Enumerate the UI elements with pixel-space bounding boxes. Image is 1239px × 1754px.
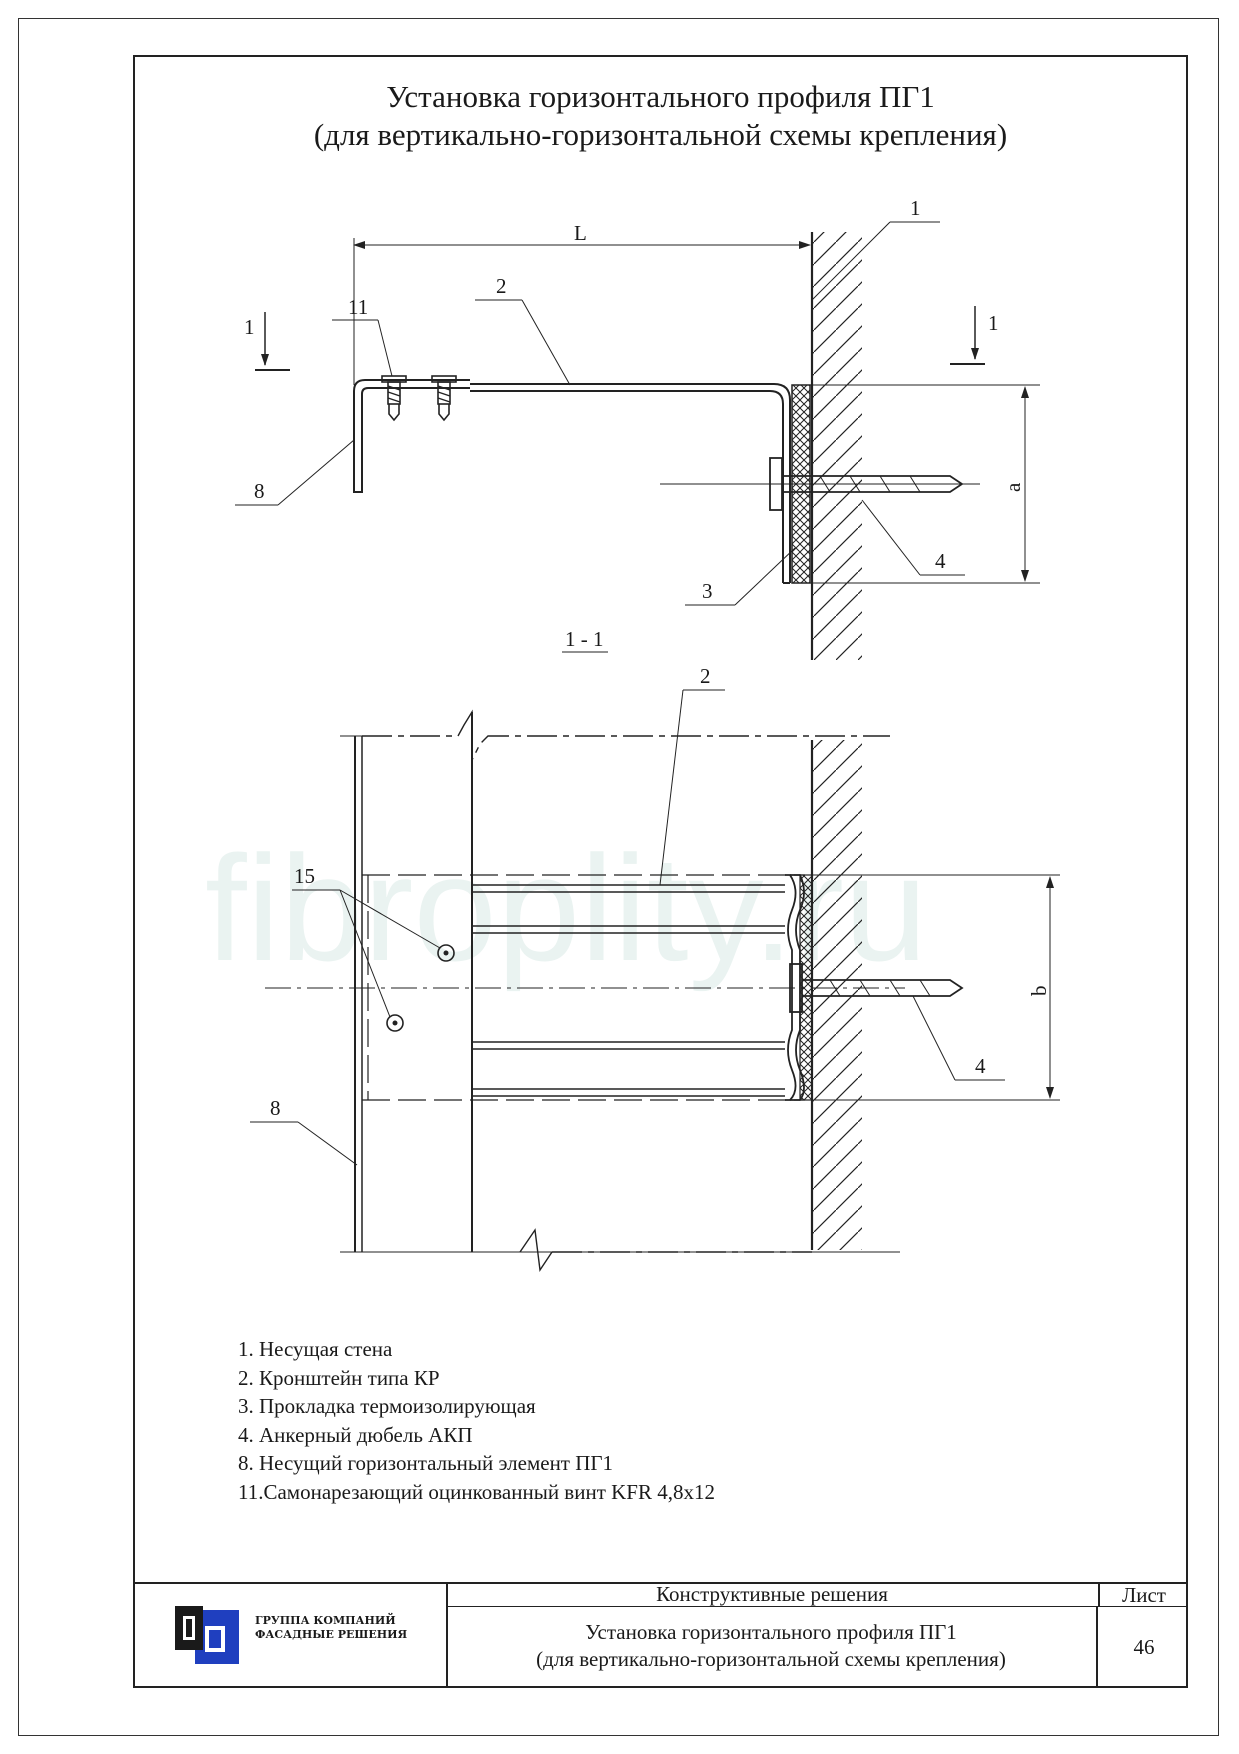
callout-holes: 15 xyxy=(292,864,441,1018)
callout-pad: 3 xyxy=(685,547,796,606)
callout-screw: 11 xyxy=(332,295,393,377)
company-name: ГРУППА КОМПАНИЙ ФАСАДНЫЕ РЕШЕНИЯ xyxy=(255,1614,407,1642)
bearing-wall-top xyxy=(810,232,862,660)
legend-item: 2. Кронштейн типа КР xyxy=(238,1365,440,1390)
callout-wall: 1 xyxy=(811,196,940,301)
anchor-dowel-front xyxy=(789,963,964,1013)
sheet-title-line1: Установка горизонтального профиля ПГ1 xyxy=(386,79,935,114)
callout-anchor-front-label: 4 xyxy=(975,1054,986,1078)
hole-2 xyxy=(386,1014,404,1032)
callout-bracket-top: 2 xyxy=(475,274,571,386)
mounting-holes xyxy=(386,944,455,1032)
callout-bracket-top-label: 2 xyxy=(496,274,507,298)
legend: 1. Несущая стена 2. Кронштейн типа КР 3.… xyxy=(238,1335,715,1506)
stamp-section: Конструктивные решения xyxy=(446,1582,1100,1607)
section-mark-left-label: 1 xyxy=(244,315,255,339)
anchor-dowel-top xyxy=(660,457,980,511)
bearing-wall-front xyxy=(810,740,862,1250)
dimension-b-label: b xyxy=(1027,986,1051,997)
screw-2 xyxy=(431,375,457,422)
dimension-L: L xyxy=(353,221,811,385)
callout-profile-front: 8 xyxy=(250,1096,358,1166)
section-label-text: 1 - 1 xyxy=(565,627,604,651)
callout-bracket-front-label: 2 xyxy=(700,664,711,688)
legend-item: 11.Самонарезающий оцинкованный винт KFR … xyxy=(238,1479,715,1504)
legend-item: 4. Анкерный дюбель АКП xyxy=(238,1422,473,1447)
title-block: ГРУППА КОМПАНИЙ ФАСАДНЫЕ РЕШЕНИЯ Констру… xyxy=(133,1582,1188,1688)
stamp-description-line2: (для вертикально-горизонтальной схемы кр… xyxy=(536,1647,1006,1671)
callout-anchor-front: 4 xyxy=(912,995,1005,1081)
company-logo-icon xyxy=(175,1606,239,1664)
callout-wall-label: 1 xyxy=(910,196,921,220)
sheet-title: Установка горизонтального профиля ПГ1 (д… xyxy=(133,78,1188,154)
callout-anchor-top: 4 xyxy=(861,499,965,576)
legend-item: 3. Прокладка термоизолирующая xyxy=(238,1394,536,1418)
company-logo-cell: ГРУППА КОМПАНИЙ ФАСАДНЫЕ РЕШЕНИЯ xyxy=(133,1582,448,1688)
section-mark-right: 1 xyxy=(950,306,999,365)
bracket-top xyxy=(470,383,791,584)
self-tapping-screws xyxy=(381,375,457,422)
section-label: 1 - 1 xyxy=(562,627,608,653)
stamp-description: Установка горизонтального профиля ПГ1 (д… xyxy=(446,1607,1098,1688)
callout-bracket-front: 2 xyxy=(659,664,725,886)
callout-anchor-top-label: 4 xyxy=(935,549,946,573)
stamp-description-line1: Установка горизонтального профиля ПГ1 xyxy=(585,1620,957,1644)
dimension-a-label: a xyxy=(1001,482,1025,492)
callout-pad-label: 3 xyxy=(702,579,713,603)
screw-1 xyxy=(381,375,407,422)
outer-frame xyxy=(18,18,1219,1736)
callout-holes-label: 15 xyxy=(294,864,315,888)
profile-pg1-top xyxy=(353,379,470,493)
company-name-line1: ГРУППА КОМПАНИЙ xyxy=(255,1614,396,1627)
company-name-line2: ФАСАДНЫЕ РЕШЕНИЯ xyxy=(255,1628,408,1641)
dimension-L-label: L xyxy=(574,221,587,245)
dimension-b: b xyxy=(812,874,1060,1101)
hole-1 xyxy=(437,944,455,962)
profile-pg1-front xyxy=(340,709,900,1272)
drawing-frame xyxy=(133,55,1188,1688)
callout-profile-front-label: 8 xyxy=(270,1096,281,1120)
section-mark-left: 1 xyxy=(244,312,290,371)
sheet-number: 46 xyxy=(1133,1635,1155,1659)
callout-profile-top-label: 8 xyxy=(254,479,265,503)
sheet-label: Лист xyxy=(1100,1582,1188,1607)
sheet-title-line2: (для вертикально-горизонтальной схемы кр… xyxy=(313,117,1008,152)
section-mark-right-label: 1 xyxy=(988,311,999,335)
callout-screw-label: 11 xyxy=(348,295,368,319)
legend-item: 8. Несущий горизонтальный элемент ПГ1 xyxy=(238,1451,614,1475)
legend-item: 1. Несущая стена xyxy=(238,1337,393,1361)
callout-profile-top: 8 xyxy=(235,439,355,506)
dimension-a: a xyxy=(795,384,1040,584)
